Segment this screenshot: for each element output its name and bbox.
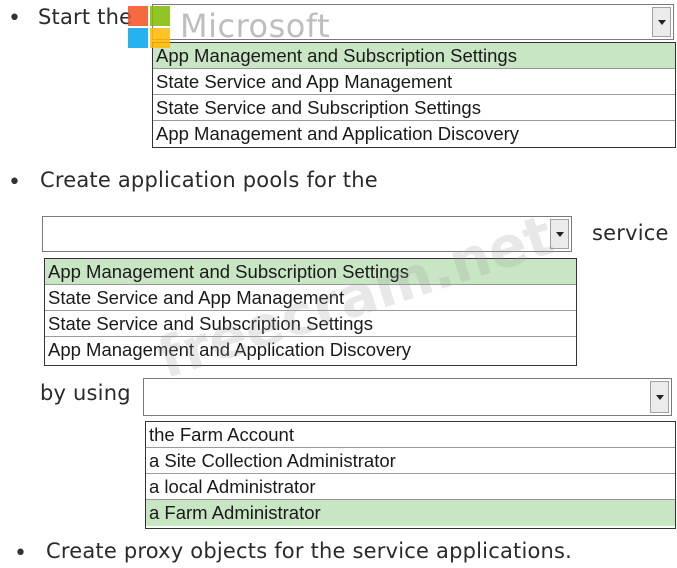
option-item[interactable]: State Service and Subscription Settings (153, 95, 675, 121)
step3-label: Create proxy objects for the service app… (46, 539, 573, 563)
chevron-down-icon[interactable] (650, 381, 669, 413)
step1-label: Start the (38, 5, 133, 29)
step2-label: Create application pools for the (40, 168, 378, 192)
microsoft-logo-text: Microsoft (180, 7, 331, 45)
bullet: • (8, 170, 21, 195)
account-dropdown[interactable] (143, 378, 672, 416)
service-app-dropdown-2[interactable] (42, 216, 572, 252)
bullet: • (8, 6, 21, 31)
option-item[interactable]: a Farm Administrator (146, 500, 675, 526)
service-app-options-2: App Management and Subscription Settings… (44, 258, 577, 366)
logo-tile-green (150, 6, 170, 26)
logo-tile-yellow (150, 28, 170, 48)
option-item[interactable]: the Farm Account (146, 422, 675, 448)
chevron-down-icon[interactable] (550, 219, 569, 249)
option-item[interactable]: State Service and App Management (153, 69, 675, 95)
option-item[interactable]: State Service and App Management (45, 285, 576, 311)
option-item[interactable]: App Management and Subscription Settings (153, 43, 675, 69)
option-item[interactable]: App Management and Application Discovery (156, 123, 520, 144)
option-item[interactable]: a Site Collection Administrator (146, 448, 675, 474)
logo-tile-red (128, 6, 148, 26)
option-item[interactable]: App Management and Application Discovery (48, 339, 412, 360)
option-item[interactable]: a local Administrator (146, 474, 675, 500)
logo-tile-blue (128, 28, 148, 48)
service-app-dropdown-1[interactable] (152, 4, 674, 40)
account-options: the Farm Account a Site Collection Admin… (145, 421, 676, 529)
by-using-label: by using (40, 381, 131, 405)
microsoft-logo-icon (128, 6, 172, 50)
bullet: • (14, 541, 27, 566)
service-suffix-label: service (592, 221, 669, 245)
service-app-options-1: App Management and Subscription Settings… (152, 42, 676, 148)
option-item[interactable]: State Service and Subscription Settings (45, 311, 576, 337)
option-item[interactable]: App Management and Subscription Settings (45, 259, 576, 285)
chevron-down-icon[interactable] (652, 7, 671, 37)
